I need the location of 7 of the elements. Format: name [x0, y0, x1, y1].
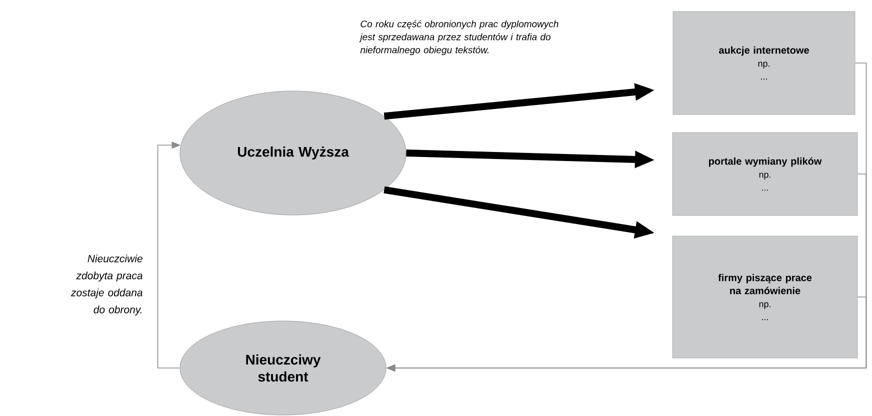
category-box: portale wymiany plików np. ... — [672, 132, 858, 216]
category-box: aukcje internetowe np. ... — [672, 11, 856, 115]
edge-label: Nieuczciwie zdobyta praca zostaje oddana do obrony. — [70, 254, 142, 316]
note-text: Co roku część obronionych prac dyplomowych jest sprzedawana przez studentów i trafia do nieformalnego obiegu tekstów. — [359, 20, 558, 56]
category-box: firmy piszące prace na zamówienie np. ... — [672, 236, 858, 358]
ellipse-node: Nieuczciwy student — [180, 320, 386, 416]
ellipse-node: Uczelnia Wyższa — [180, 90, 406, 216]
